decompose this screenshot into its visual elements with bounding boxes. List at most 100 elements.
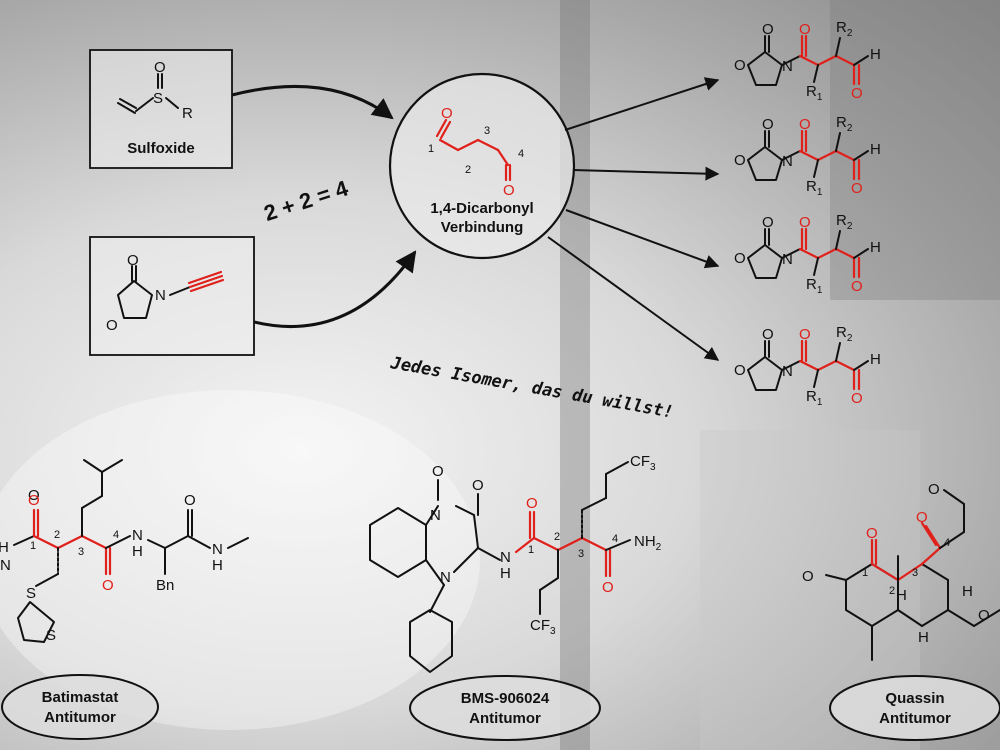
svg-text:O: O — [762, 21, 774, 38]
svg-text:O: O — [866, 525, 878, 542]
svg-text:N: N — [782, 153, 793, 170]
arrow-ynamide-to-center — [253, 250, 417, 329]
svg-text:3: 3 — [578, 548, 584, 560]
ynamide-carbonyl-o: O — [127, 252, 139, 269]
isomer-2: O O N O O H R2 R1 — [734, 114, 881, 198]
svg-text:Quassin: Quassin — [885, 690, 944, 707]
svg-text:2: 2 — [889, 585, 895, 597]
svg-text:R1: R1 — [806, 83, 823, 103]
svg-text:N: N — [132, 527, 143, 544]
arrow-to-isomer-2 — [572, 166, 720, 181]
svg-text:O: O — [734, 362, 746, 379]
sulfoxide-o-atom: O — [154, 59, 166, 76]
svg-text:H: H — [962, 583, 973, 600]
svg-text:H: H — [870, 351, 881, 368]
svg-text:Antitumor: Antitumor — [879, 710, 951, 727]
svg-text:3: 3 — [78, 546, 84, 558]
sulfoxide-r-group: R — [182, 105, 193, 122]
svg-text:O: O — [734, 250, 746, 267]
svg-text:N: N — [782, 251, 793, 268]
svg-text:N: N — [440, 569, 451, 586]
svg-text:Bn: Bn — [156, 577, 174, 594]
svg-text:O: O — [916, 509, 928, 526]
svg-text:2: 2 — [54, 529, 60, 541]
equation-text: 2 + 2 = 4 — [261, 175, 352, 226]
svg-text:Antitumor: Antitumor — [469, 710, 541, 727]
svg-text:O: O — [851, 180, 863, 197]
arrow-to-isomer-1 — [564, 77, 720, 131]
svg-text:H: H — [212, 557, 223, 574]
svg-text:O: O — [762, 214, 774, 231]
svg-text:O: O — [734, 57, 746, 74]
svg-text:O: O — [526, 495, 538, 512]
svg-text:CF3: CF3 — [530, 617, 556, 637]
center-dicarbonyl: O O 1 2 3 4 1,4-Dicarbonyl Verbindung — [388, 72, 576, 260]
svg-text:O: O — [472, 477, 484, 494]
sulfoxide-label: Sulfoxide — [127, 140, 195, 157]
ynamide-ring-o: O — [106, 317, 118, 334]
center-title-line2: Verbindung — [441, 219, 524, 236]
svg-text:H: H — [870, 141, 881, 158]
svg-text:O: O — [602, 579, 614, 596]
sulfoxide-box: S O R Sulfoxide — [89, 49, 233, 169]
svg-text:O: O — [734, 152, 746, 169]
arrow-to-isomer-3 — [565, 209, 720, 269]
center-title-line1: 1,4-Dicarbonyl — [430, 200, 533, 217]
svg-text:2: 2 — [554, 531, 560, 543]
batimastat-structure: O H N O O N H O N H Bn S S 1 2 3 4 — [0, 459, 249, 644]
svg-text:Batimastat: Batimastat — [42, 689, 119, 706]
svg-text:O: O — [799, 116, 811, 133]
svg-text:O: O — [802, 568, 814, 585]
svg-text:4: 4 — [113, 529, 119, 541]
svg-text:N: N — [430, 507, 441, 524]
svg-text:1: 1 — [528, 544, 534, 556]
svg-text:4: 4 — [612, 533, 618, 545]
center-num-2: 2 — [465, 164, 471, 176]
svg-text:O: O — [851, 85, 863, 102]
arrow-to-isomer-4 — [547, 236, 720, 361]
svg-text:H: H — [132, 543, 143, 560]
svg-text:1: 1 — [862, 567, 868, 579]
svg-text:S: S — [46, 627, 56, 644]
svg-text:R2: R2 — [836, 324, 853, 344]
svg-text:O: O — [928, 481, 940, 498]
quassin-label: Quassin Antitumor — [829, 675, 1000, 741]
svg-text:O: O — [851, 390, 863, 407]
slogan-text: Jedes Isomer, das du willst! — [388, 353, 675, 423]
svg-text:O: O — [799, 214, 811, 231]
svg-text:H: H — [870, 46, 881, 63]
svg-text:R1: R1 — [806, 388, 823, 408]
svg-text:BMS-906024: BMS-906024 — [461, 690, 550, 707]
svg-text:CF3: CF3 — [630, 453, 656, 473]
svg-text:O: O — [184, 492, 196, 509]
center-num-3: 3 — [484, 125, 490, 137]
svg-text:O: O — [28, 487, 40, 504]
svg-text:N: N — [212, 541, 223, 558]
svg-text:H: H — [500, 565, 511, 582]
svg-text:R1: R1 — [806, 178, 823, 198]
svg-text:N: N — [500, 549, 511, 566]
center-num-1: 1 — [428, 143, 434, 155]
svg-text:O: O — [432, 463, 444, 480]
bms-label: BMS-906024 Antitumor — [409, 675, 601, 741]
svg-text:O: O — [799, 326, 811, 343]
svg-text:O: O — [762, 116, 774, 133]
isomer-3: O O N O O H R2 R1 — [734, 212, 881, 296]
ynamide-box: O N O — [89, 236, 255, 356]
svg-text:R1: R1 — [806, 276, 823, 296]
svg-text:3: 3 — [912, 567, 918, 579]
svg-text:4: 4 — [944, 537, 950, 549]
center-o4: O — [503, 182, 515, 199]
isomer-4: O O N O O H R2 R1 — [734, 324, 881, 408]
svg-text:O: O — [762, 326, 774, 343]
svg-text:H: H — [896, 587, 907, 604]
svg-text:H: H — [0, 539, 9, 556]
svg-text:N: N — [0, 557, 11, 574]
svg-text:1: 1 — [30, 540, 36, 552]
ynamide-n-atom: N — [155, 287, 166, 304]
bms-structure: O N O N N H O O NH2 CF3 CF3 1 2 3 4 — [369, 453, 662, 673]
svg-text:O: O — [799, 21, 811, 38]
